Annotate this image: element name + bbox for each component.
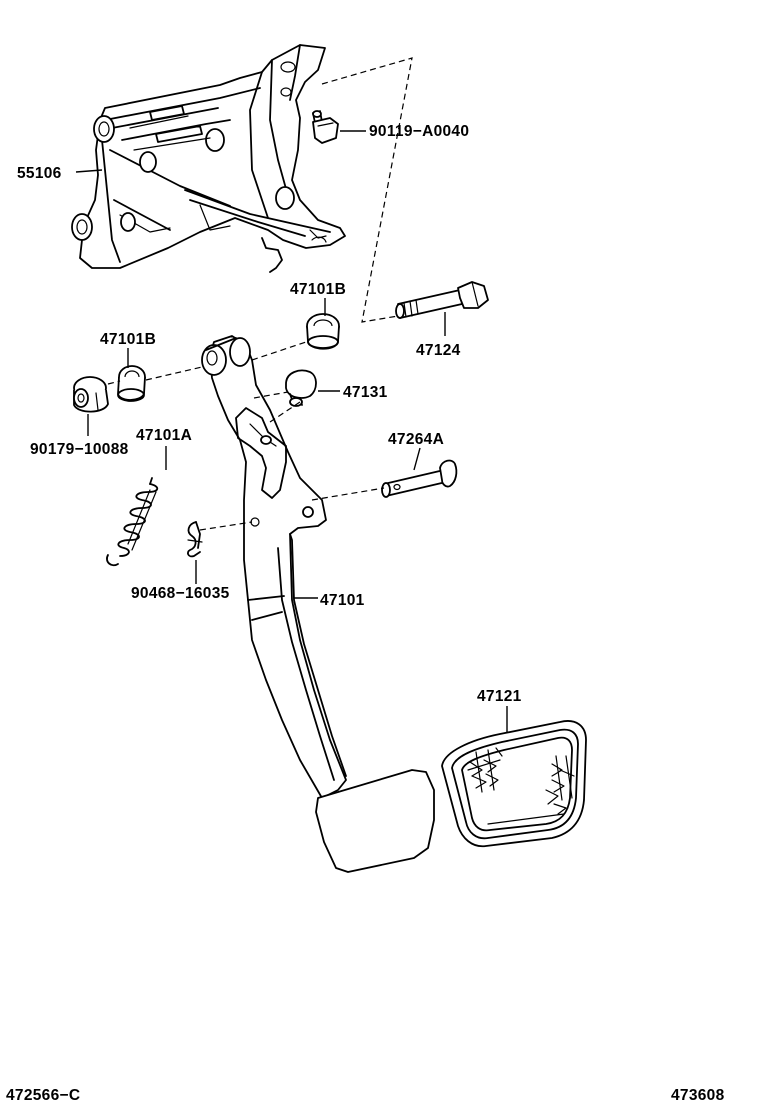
pedal-bracket-55106 (71, 44, 346, 273)
part-labels: 55106 90119−A0040 47101B 47124 47101B 47… (17, 123, 522, 705)
bushing-47101b-left (117, 365, 146, 402)
stopper-47131 (285, 369, 317, 407)
bushing-47101b-right (306, 313, 340, 350)
label-47131: 47131 (343, 384, 388, 401)
pedal-pad-47121 (441, 720, 587, 848)
footer-left-reference: 472566−C (6, 1087, 80, 1104)
footer-right-reference: 473608 (671, 1087, 725, 1104)
label-55106: 55106 (17, 165, 62, 182)
bolt-47124 (395, 281, 489, 319)
clip-90468 (187, 521, 203, 558)
brake-pedal-arm-47101 (201, 335, 435, 873)
label-47101a: 47101A (136, 427, 192, 444)
nut-90179 (73, 376, 109, 413)
assembly-dashed-lines (107, 57, 413, 531)
label-47101b-top: 47101B (290, 281, 346, 298)
label-47101b-left: 47101B (100, 331, 156, 348)
return-spring-47101a (106, 477, 159, 567)
leader-lines (75, 130, 508, 732)
label-47121: 47121 (477, 688, 522, 705)
label-90119-a0040: 90119−A0040 (369, 123, 469, 140)
footer: 472566−C 473608 (6, 1087, 725, 1104)
bolt-90119 (312, 110, 339, 144)
pin-47264a (381, 459, 458, 498)
label-90179-10088: 90179−10088 (30, 441, 129, 458)
label-47101: 47101 (320, 592, 365, 609)
label-90468-16035: 90468−16035 (131, 585, 230, 602)
label-47264a: 47264A (388, 431, 444, 448)
label-47124: 47124 (416, 342, 461, 359)
